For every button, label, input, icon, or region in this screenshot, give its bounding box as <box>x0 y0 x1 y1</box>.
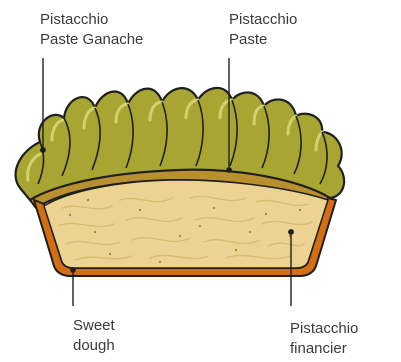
pistachio-financier-filling <box>44 180 328 268</box>
label-sweet-dough: Sweet dough <box>73 316 115 356</box>
label-pistachio-financier: Pistacchio financier <box>290 319 358 359</box>
label-pistachio-paste: Pistacchio Paste <box>229 10 297 50</box>
label-pistachio-paste-ganache: Pistacchio Paste Ganache <box>40 10 143 50</box>
